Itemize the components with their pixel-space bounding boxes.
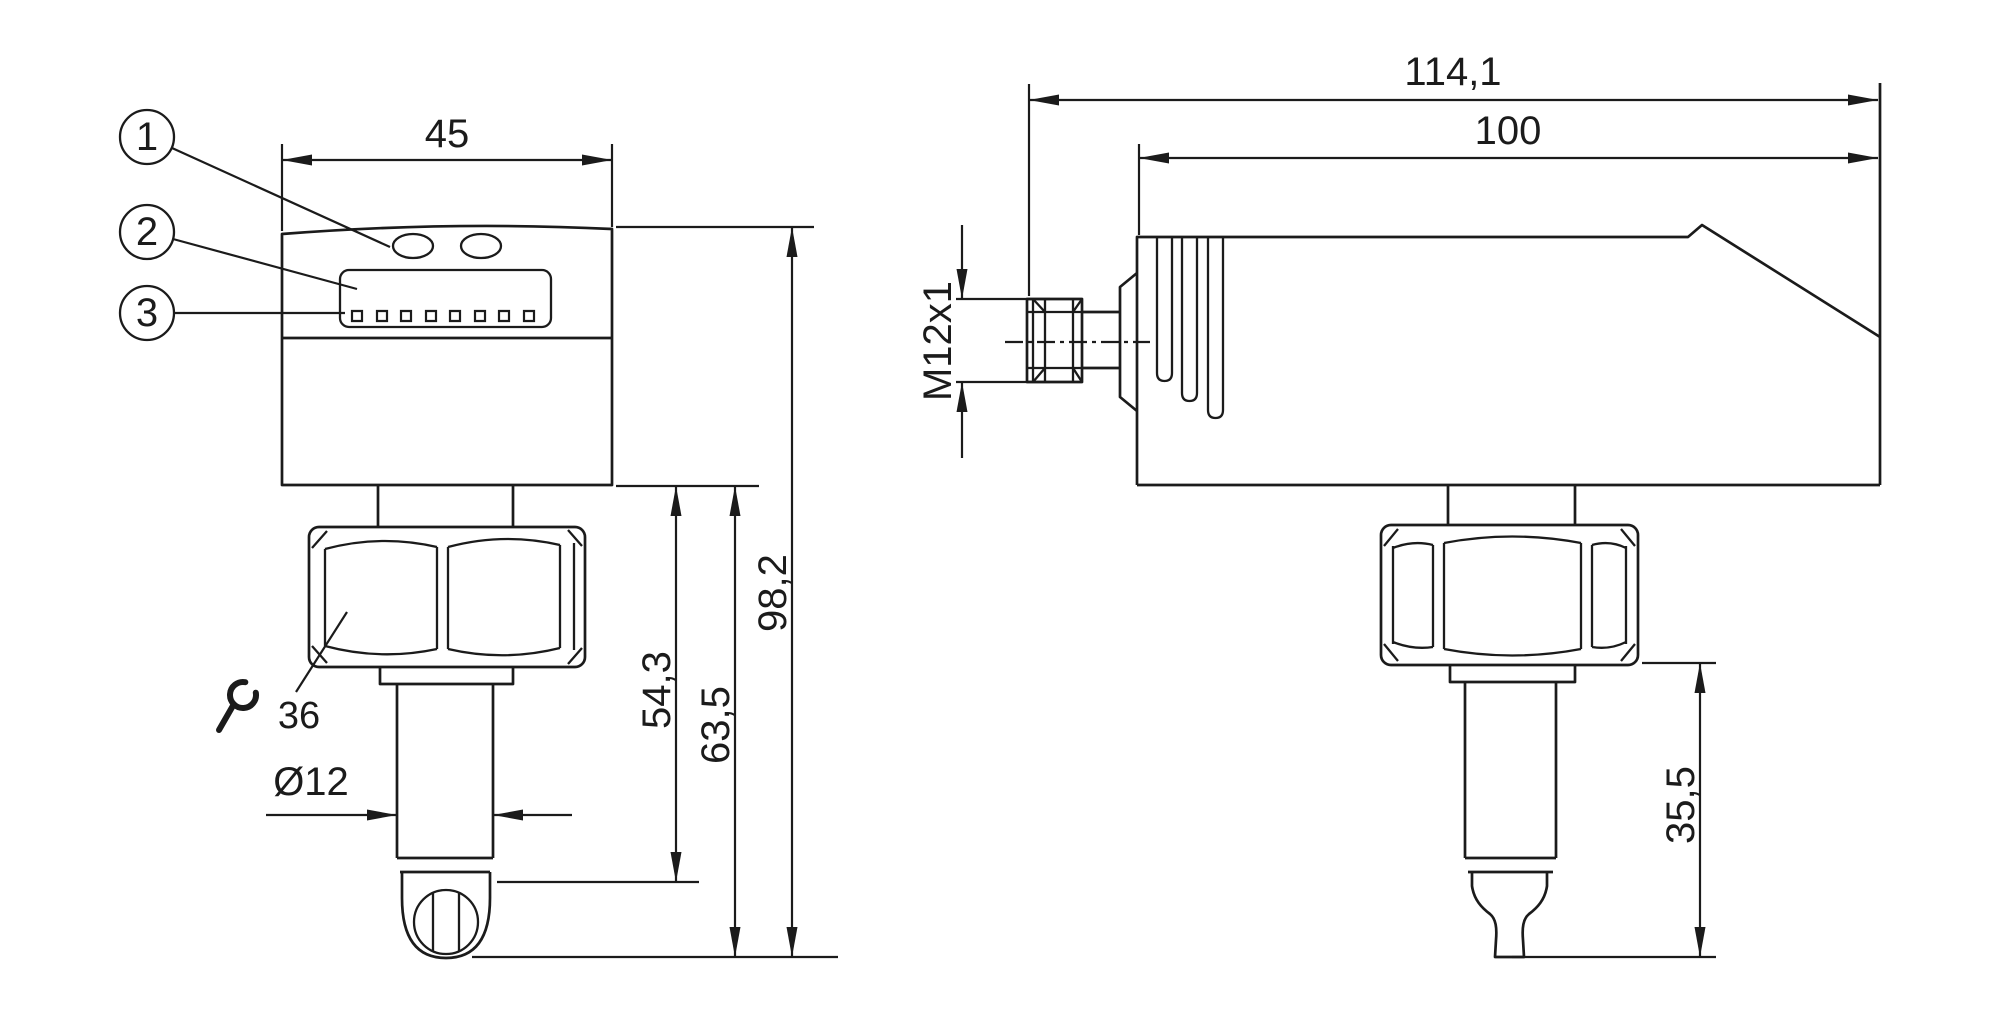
front-neck bbox=[376, 485, 515, 527]
dim-63-5: 63,5 bbox=[694, 486, 741, 957]
dim-m12-label: M12x1 bbox=[916, 281, 960, 401]
wrench-leader-line bbox=[295, 611, 348, 693]
side-hex-nut bbox=[1379, 523, 1640, 667]
dim-54-3: 54,3 bbox=[635, 486, 682, 882]
side-hex-nut-outline bbox=[1379, 523, 1640, 667]
callout-1-number: 1 bbox=[136, 115, 158, 159]
display-window bbox=[338, 268, 553, 329]
dim-114-1-arrow-left bbox=[1029, 94, 1059, 106]
side-hex-nut-facets bbox=[1383, 528, 1636, 662]
front-hex-nut-outline bbox=[307, 525, 587, 669]
connector-flange bbox=[1118, 271, 1138, 413]
side-housing-outline bbox=[1135, 83, 1882, 487]
front-hex-nut-facets bbox=[311, 529, 583, 665]
callout-2-balloon bbox=[118, 203, 176, 261]
front-view: 1 2 3 45 54,3 63,5 bbox=[118, 108, 838, 960]
side-view: M12x1 114,1 100 bbox=[916, 50, 1882, 959]
m12-connector bbox=[1005, 271, 1150, 413]
dim-45-label: 45 bbox=[425, 112, 470, 156]
callout-3-balloon bbox=[118, 284, 176, 342]
side-flange bbox=[1448, 665, 1577, 684]
dim-35-5-label: 35,5 bbox=[1659, 766, 1703, 844]
dim-54-3-arrow-top bbox=[670, 486, 682, 516]
dim-35-5: 35,5 bbox=[1512, 661, 1716, 959]
callout-2-number: 2 bbox=[136, 210, 158, 254]
callout-3-number: 3 bbox=[136, 291, 158, 335]
dim-54-3-label: 54,3 bbox=[635, 651, 679, 729]
dim-o12-arrow-right bbox=[493, 809, 523, 821]
dim-114-1: 114,1 bbox=[1027, 50, 1878, 296]
dim-45-extension-lines bbox=[280, 144, 614, 231]
front-probe-shaft bbox=[395, 684, 495, 874]
dim-114-1-arrow-right bbox=[1848, 94, 1878, 106]
dim-35-5-arrow-bottom bbox=[1694, 927, 1706, 957]
front-extension-lines bbox=[472, 225, 838, 959]
dim-98-2: 98,2 bbox=[751, 227, 798, 957]
dim-98-2-label: 98,2 bbox=[751, 554, 795, 632]
dim-35-5-arrow-top bbox=[1694, 663, 1706, 693]
dim-54-3-arrow-bottom bbox=[670, 852, 682, 882]
dim-45-arrow-left bbox=[282, 154, 312, 166]
pushbutton-right-icon bbox=[459, 232, 503, 260]
dim-100: 100 bbox=[1137, 109, 1878, 235]
pushbutton-left-icon bbox=[391, 232, 435, 260]
dim-98-2-arrow-bottom bbox=[786, 927, 798, 957]
callout-1-balloon bbox=[118, 108, 176, 166]
dim-o12-arrow-left bbox=[367, 809, 397, 821]
dim-o12-label: Ø12 bbox=[273, 760, 349, 804]
dim-63-5-arrow-top bbox=[729, 486, 741, 516]
wrench-size-callout: 36 bbox=[216, 611, 348, 737]
display-bargraph-segments bbox=[350, 309, 536, 323]
side-probe-shaft bbox=[1463, 682, 1558, 874]
dim-100-label: 100 bbox=[1475, 109, 1542, 153]
front-housing-outline bbox=[280, 224, 614, 487]
dim-m12-arrow-bottom bbox=[956, 382, 968, 412]
dim-45-arrow-right bbox=[582, 154, 612, 166]
front-flange bbox=[378, 667, 515, 686]
front-probe-tip-outline bbox=[400, 872, 492, 960]
dim-114-1-label: 114,1 bbox=[1404, 50, 1501, 94]
dim-m12-extension-lines bbox=[956, 297, 1050, 384]
front-hex-nut bbox=[307, 525, 587, 669]
dim-100-arrow-left bbox=[1139, 152, 1169, 164]
wrench-size-label: 36 bbox=[278, 695, 320, 737]
sensing-element-slots bbox=[431, 893, 461, 951]
dim-63-5-arrow-bottom bbox=[729, 927, 741, 957]
dim-35-5-extension-lines bbox=[1512, 661, 1716, 959]
dim-98-2-arrow-top bbox=[786, 227, 798, 257]
dim-m12-arrow-top bbox=[956, 269, 968, 299]
dim-100-arrow-right bbox=[1848, 152, 1878, 164]
connector-thread-detail bbox=[1027, 298, 1083, 383]
front-probe-tip bbox=[400, 872, 492, 960]
side-neck bbox=[1446, 485, 1577, 525]
side-vent-slots bbox=[1155, 237, 1225, 420]
connector-neck bbox=[1082, 310, 1120, 370]
sensing-element-icon bbox=[412, 888, 480, 956]
connector-thread-outline bbox=[1025, 297, 1084, 384]
wrench-icon bbox=[216, 679, 259, 733]
pushbutton-icons bbox=[391, 232, 503, 260]
side-probe-tip bbox=[1470, 872, 1549, 959]
callouts: 1 2 3 bbox=[118, 108, 391, 342]
dim-m12x1: M12x1 bbox=[916, 225, 1050, 458]
dim-width-45: 45 bbox=[280, 112, 614, 231]
dim-63-5-label: 63,5 bbox=[694, 686, 738, 764]
dim-probe-diameter: Ø12 bbox=[266, 760, 572, 821]
